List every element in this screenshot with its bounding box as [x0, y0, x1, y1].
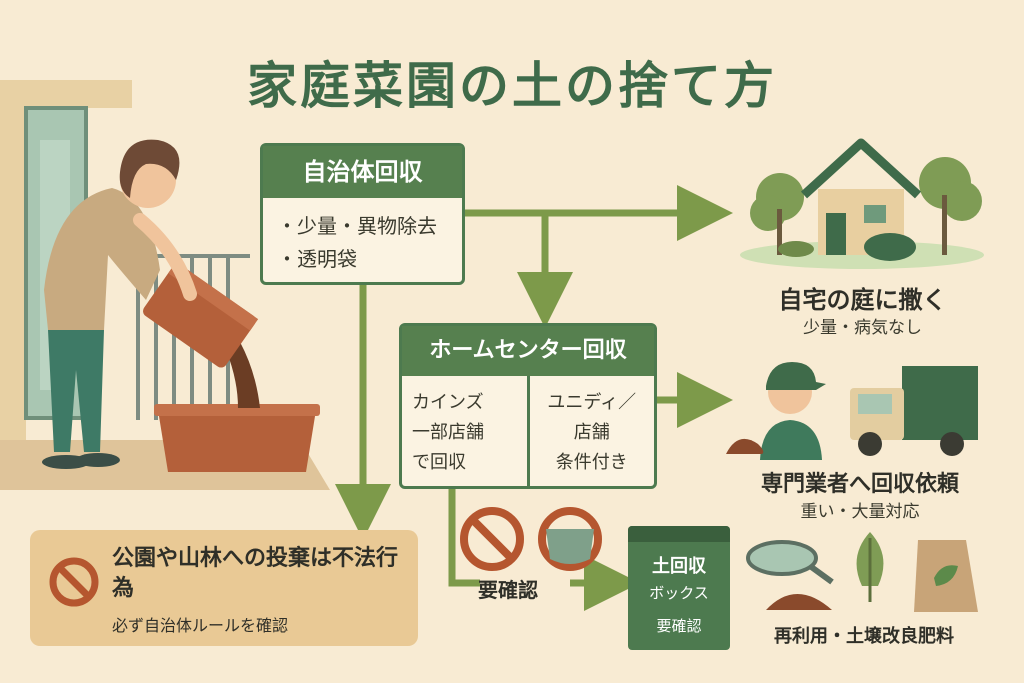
home-center-collection-box: ホームセンター回収 カインズ 一部店舗 で回収 ユニディ／ 店舗 条件付き	[399, 323, 657, 489]
home-center-right-line: ユニディ／	[547, 392, 637, 413]
warning-subtext: 必ず自治体ルールを確認	[112, 616, 289, 635]
page-title: 家庭菜園の土の捨て方	[247, 57, 777, 115]
home-center-left-line: 一部店舗	[412, 422, 484, 443]
municipal-item: ・少量・異物除去	[277, 214, 437, 238]
garden-subtext: 少量・病気なし	[803, 318, 922, 338]
home-center-left-line: カインズ	[412, 392, 484, 413]
contractor-label: 専門業者へ回収依頼	[760, 472, 959, 497]
municipal-collection-box: 自治体回収 ・少量・異物除去 ・透明袋	[260, 143, 465, 285]
home-center-right-line: 条件付き	[555, 452, 628, 473]
home-center-right-line: 店舗	[573, 422, 610, 443]
house-garden-icon	[740, 138, 984, 269]
woman-pouring-soil-illustration	[0, 80, 330, 490]
contractor-subtext: 重い・大量対応	[800, 502, 920, 522]
contractor-truck-icon	[726, 362, 978, 460]
municipal-heading: 自治体回収	[263, 146, 462, 198]
soil-collection-box: 土回収 ボックス 要確認	[628, 526, 730, 650]
soil-recycling-icon	[746, 532, 978, 612]
home-center-left-column: カインズ 一部店舗 で回収	[402, 376, 530, 486]
prohibition-slash	[470, 517, 514, 561]
prohibition-icon	[49, 557, 99, 607]
home-center-right-column: ユニディ／ 店舗 条件付き	[530, 376, 655, 486]
collection-box-line: 要確認	[656, 617, 702, 635]
home-center-left-line: で回収	[412, 452, 466, 473]
collection-box-line: ボックス	[649, 584, 709, 602]
home-center-heading: ホームセンター回収	[402, 326, 654, 376]
illegal-dumping-warning: 公園や山林への投棄は不法行為 必ず自治体ルールを確認	[30, 530, 418, 646]
garden-label: 自宅の庭に撒く	[778, 286, 947, 314]
municipal-item: ・透明袋	[277, 247, 357, 271]
confirm-label: 要確認	[478, 578, 538, 602]
recycle-label: 再利用・土壌改良肥料	[774, 626, 954, 647]
warning-title: 公園や山林への投棄は不法行為	[112, 546, 399, 601]
collection-box-line: 土回収	[652, 556, 706, 577]
confirm-icons	[460, 507, 602, 571]
prohibition-icon	[460, 507, 524, 571]
bag-icon	[538, 507, 602, 571]
